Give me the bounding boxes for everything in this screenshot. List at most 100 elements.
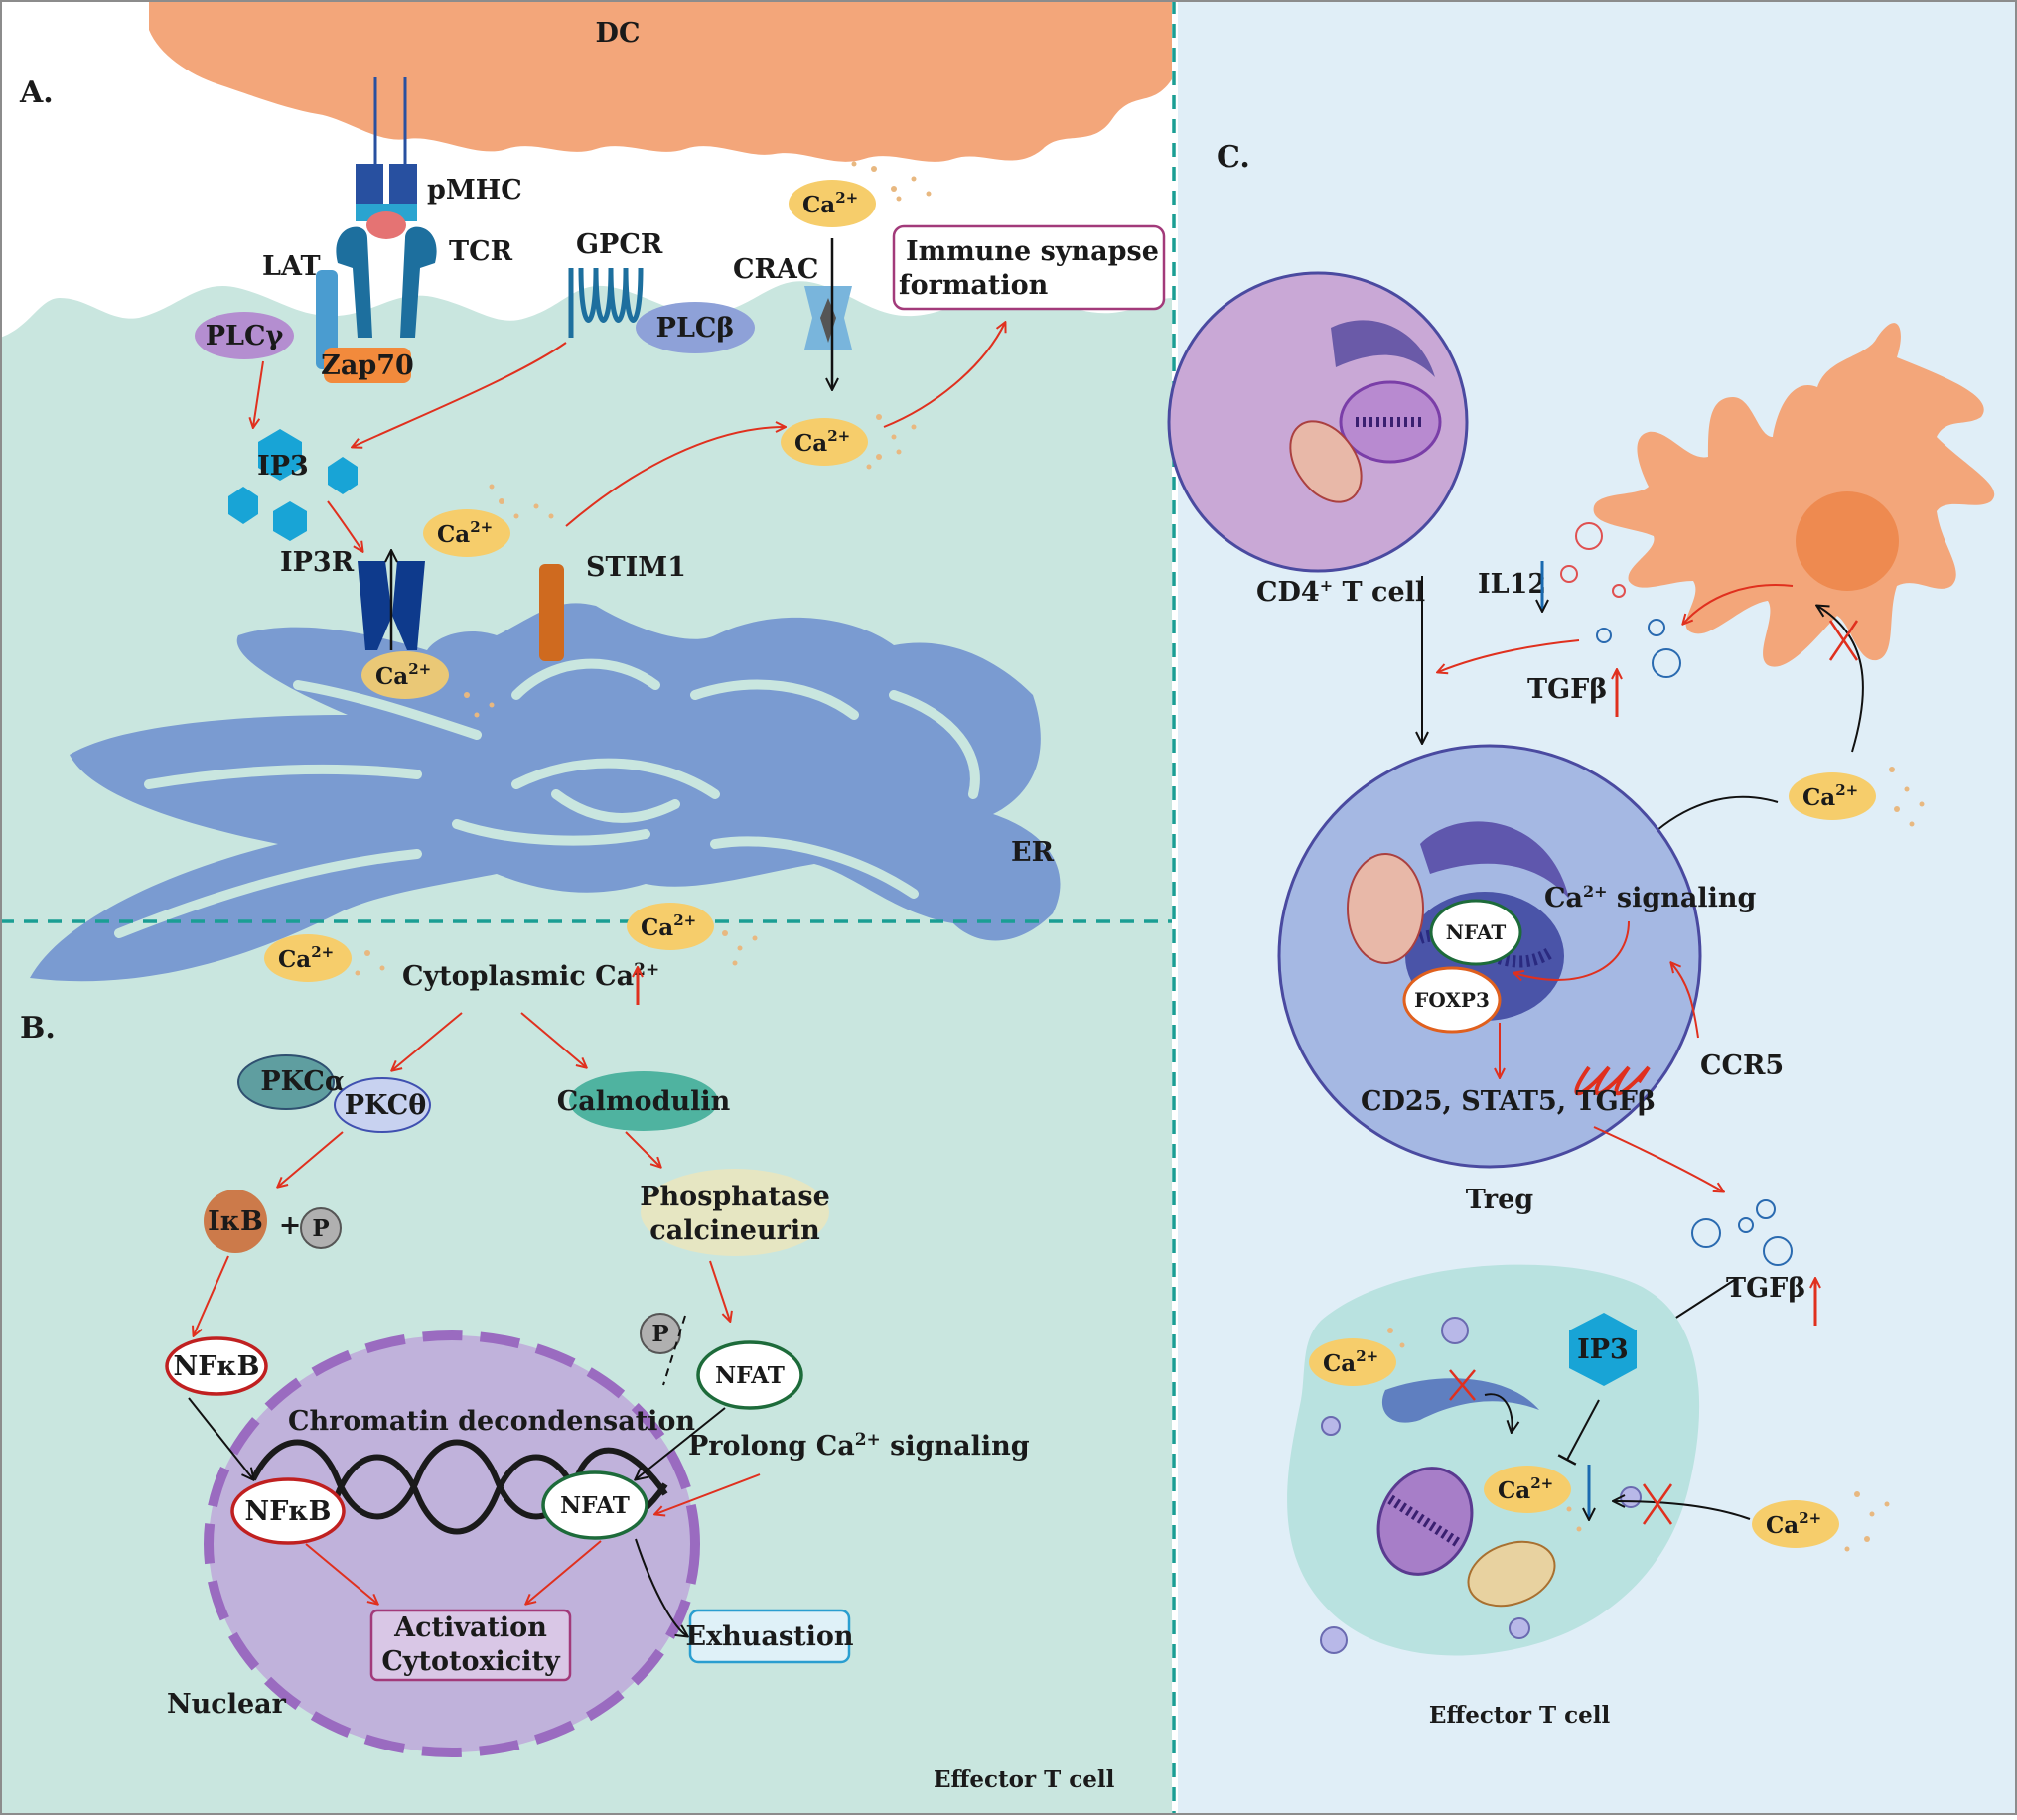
svg-text:Ca2+: Ca2+ [1323,1347,1378,1377]
ip3-inhibits-ca [1557,1399,1600,1466]
il12-label: IL12 [1478,569,1546,600]
ip3-label: IP3 [257,451,309,482]
pkca-label: PKCα [260,1066,346,1097]
gpcr-receptor [568,267,644,338]
nfat-cytosolic-label: NFAT [715,1362,785,1389]
ikb-label: IκB [208,1206,263,1237]
immune-synapse-box [892,224,1166,311]
ccr5-label: CCR5 [1700,1050,1784,1081]
phosphate-nfat-label: P [651,1321,668,1347]
calcium-ion-c-center: Ca2+ [1484,1466,1571,1513]
panel-a-arrows [253,323,1005,551]
phosphate-ikb-label: P [312,1215,329,1242]
effector-er [1381,1378,1539,1423]
calcium-ion-er: Ca2+ [361,651,449,699]
zap70-label: Zap70 [321,350,414,381]
svg-text:Ca2+: Ca2+ [278,943,334,973]
calcium-ion-b-left: Ca2+ [264,934,352,982]
dendritic-cell [1593,323,1995,667]
er-label: ER [1011,837,1055,868]
plcb-label: PLCβ [656,313,735,344]
cd4-label: CD4+ T cell [1256,576,1425,608]
lat-label: LAT [262,251,321,282]
ip3-node-c [1569,1313,1637,1386]
nucleus [204,1330,700,1757]
tcr-complex [316,77,437,369]
treg-golgi [1420,821,1569,899]
foxp3-node [1402,966,1502,1034]
crac-channel [804,238,852,389]
calcium-ion-c-right: Ca2+ [1752,1500,1839,1548]
panel-b-black-arrows [188,1397,726,1636]
dephosphorylation-mark [662,1315,686,1386]
cd4-golgi [1331,320,1435,377]
effector-mitochondrion [1467,1540,1556,1608]
treg-nfat-label: NFAT [1446,920,1507,944]
dendritic-cell-membrane [149,0,1172,162]
svg-text:Ca2+: Ca2+ [375,660,431,690]
calmodulin-node [569,1071,718,1131]
nfkb-nuclear [230,1477,346,1545]
cytokine-bubbles-bottom [1691,1199,1793,1266]
ip3-molecules [228,429,358,541]
vesicles [1320,1317,1642,1654]
er-release-arrow [1484,1393,1513,1432]
ip3r-channel [358,551,425,650]
ikb-plus: + [279,1210,302,1241]
block-x-dc [1828,620,1859,661]
calcium-ion-ip3r: Ca2+ [423,509,510,557]
effector-t-cell-label-c: Effector T cell [1429,1702,1611,1729]
nfat-nuclear [541,1470,648,1540]
chromatin-label: Chromatin decondensation [288,1406,695,1437]
effector-t-cell-label-b: Effector T cell [934,1766,1115,1793]
gpcr-label: GPCR [576,229,663,260]
pkct-node [334,1077,431,1133]
svg-text:Ca2+: Ca2+ [802,189,858,218]
calcineurin-line2: calcineurin [649,1215,820,1246]
plcb-node [636,302,755,353]
pkca-node [237,1054,335,1110]
ca-influx-arrow-c [1614,1501,1751,1520]
svg-text:Ca2+: Ca2+ [794,427,850,457]
treg-label: Treg [1466,1185,1534,1215]
nfat-cytosolic [696,1340,803,1410]
tgfb-label-bottom: TGFβ [1726,1273,1805,1304]
svg-text:Ca2+: Ca2+ [1766,1509,1821,1539]
activation-line2: Cytotoxicity [381,1646,561,1677]
phosphate-ikb [300,1207,342,1249]
pkct-label: PKCθ [345,1090,427,1121]
block-x-er [1449,1369,1476,1401]
nfkb-cytosolic-label: NFκB [174,1351,260,1382]
svg-text:Ca2+: Ca2+ [1498,1474,1553,1504]
activation-line1: Activation [393,1612,547,1643]
ccr5-arrow [1671,963,1699,1039]
foxp3-label: FOXP3 [1414,988,1490,1012]
panel-c-red-arrows-top [1438,584,1794,672]
calcium-ion-cytosol: Ca2+ [781,418,868,466]
treg-mitochondrion [1347,853,1424,964]
calcium-ion-b-right: Ca2+ [627,903,714,950]
ion-dots-c-bottom [1387,1328,1890,1552]
nfkb-cytosolic [165,1336,268,1396]
ip3-label-c: IP3 [1577,1334,1629,1365]
nfkb-nuclear-label: NFκB [245,1496,332,1527]
nfat-nuclear-label: NFAT [560,1492,630,1519]
tgfb-label-top: TGFβ [1527,674,1607,705]
cytokine-bubbles-top [1560,522,1681,678]
effector-nucleus [1376,1467,1474,1576]
zap70-node [324,348,411,383]
svg-text:Ca2+: Ca2+ [641,911,696,941]
immune-synapse-line1: Immune synapse [906,236,1159,267]
dc-nucleus [1796,491,1899,591]
plcg-node [195,312,294,359]
calcineurin-node [641,1169,829,1256]
pmhc-label: pMHC [427,175,522,206]
panel-b-label: B. [20,1011,56,1046]
calcium-ion-c-left: Ca2+ [1309,1338,1396,1386]
plcg-label: PLCγ [206,321,284,351]
prolong-label: Prolong Ca2+ signaling [688,1430,1030,1462]
exhaustion-label: Exhuastion [685,1621,853,1652]
